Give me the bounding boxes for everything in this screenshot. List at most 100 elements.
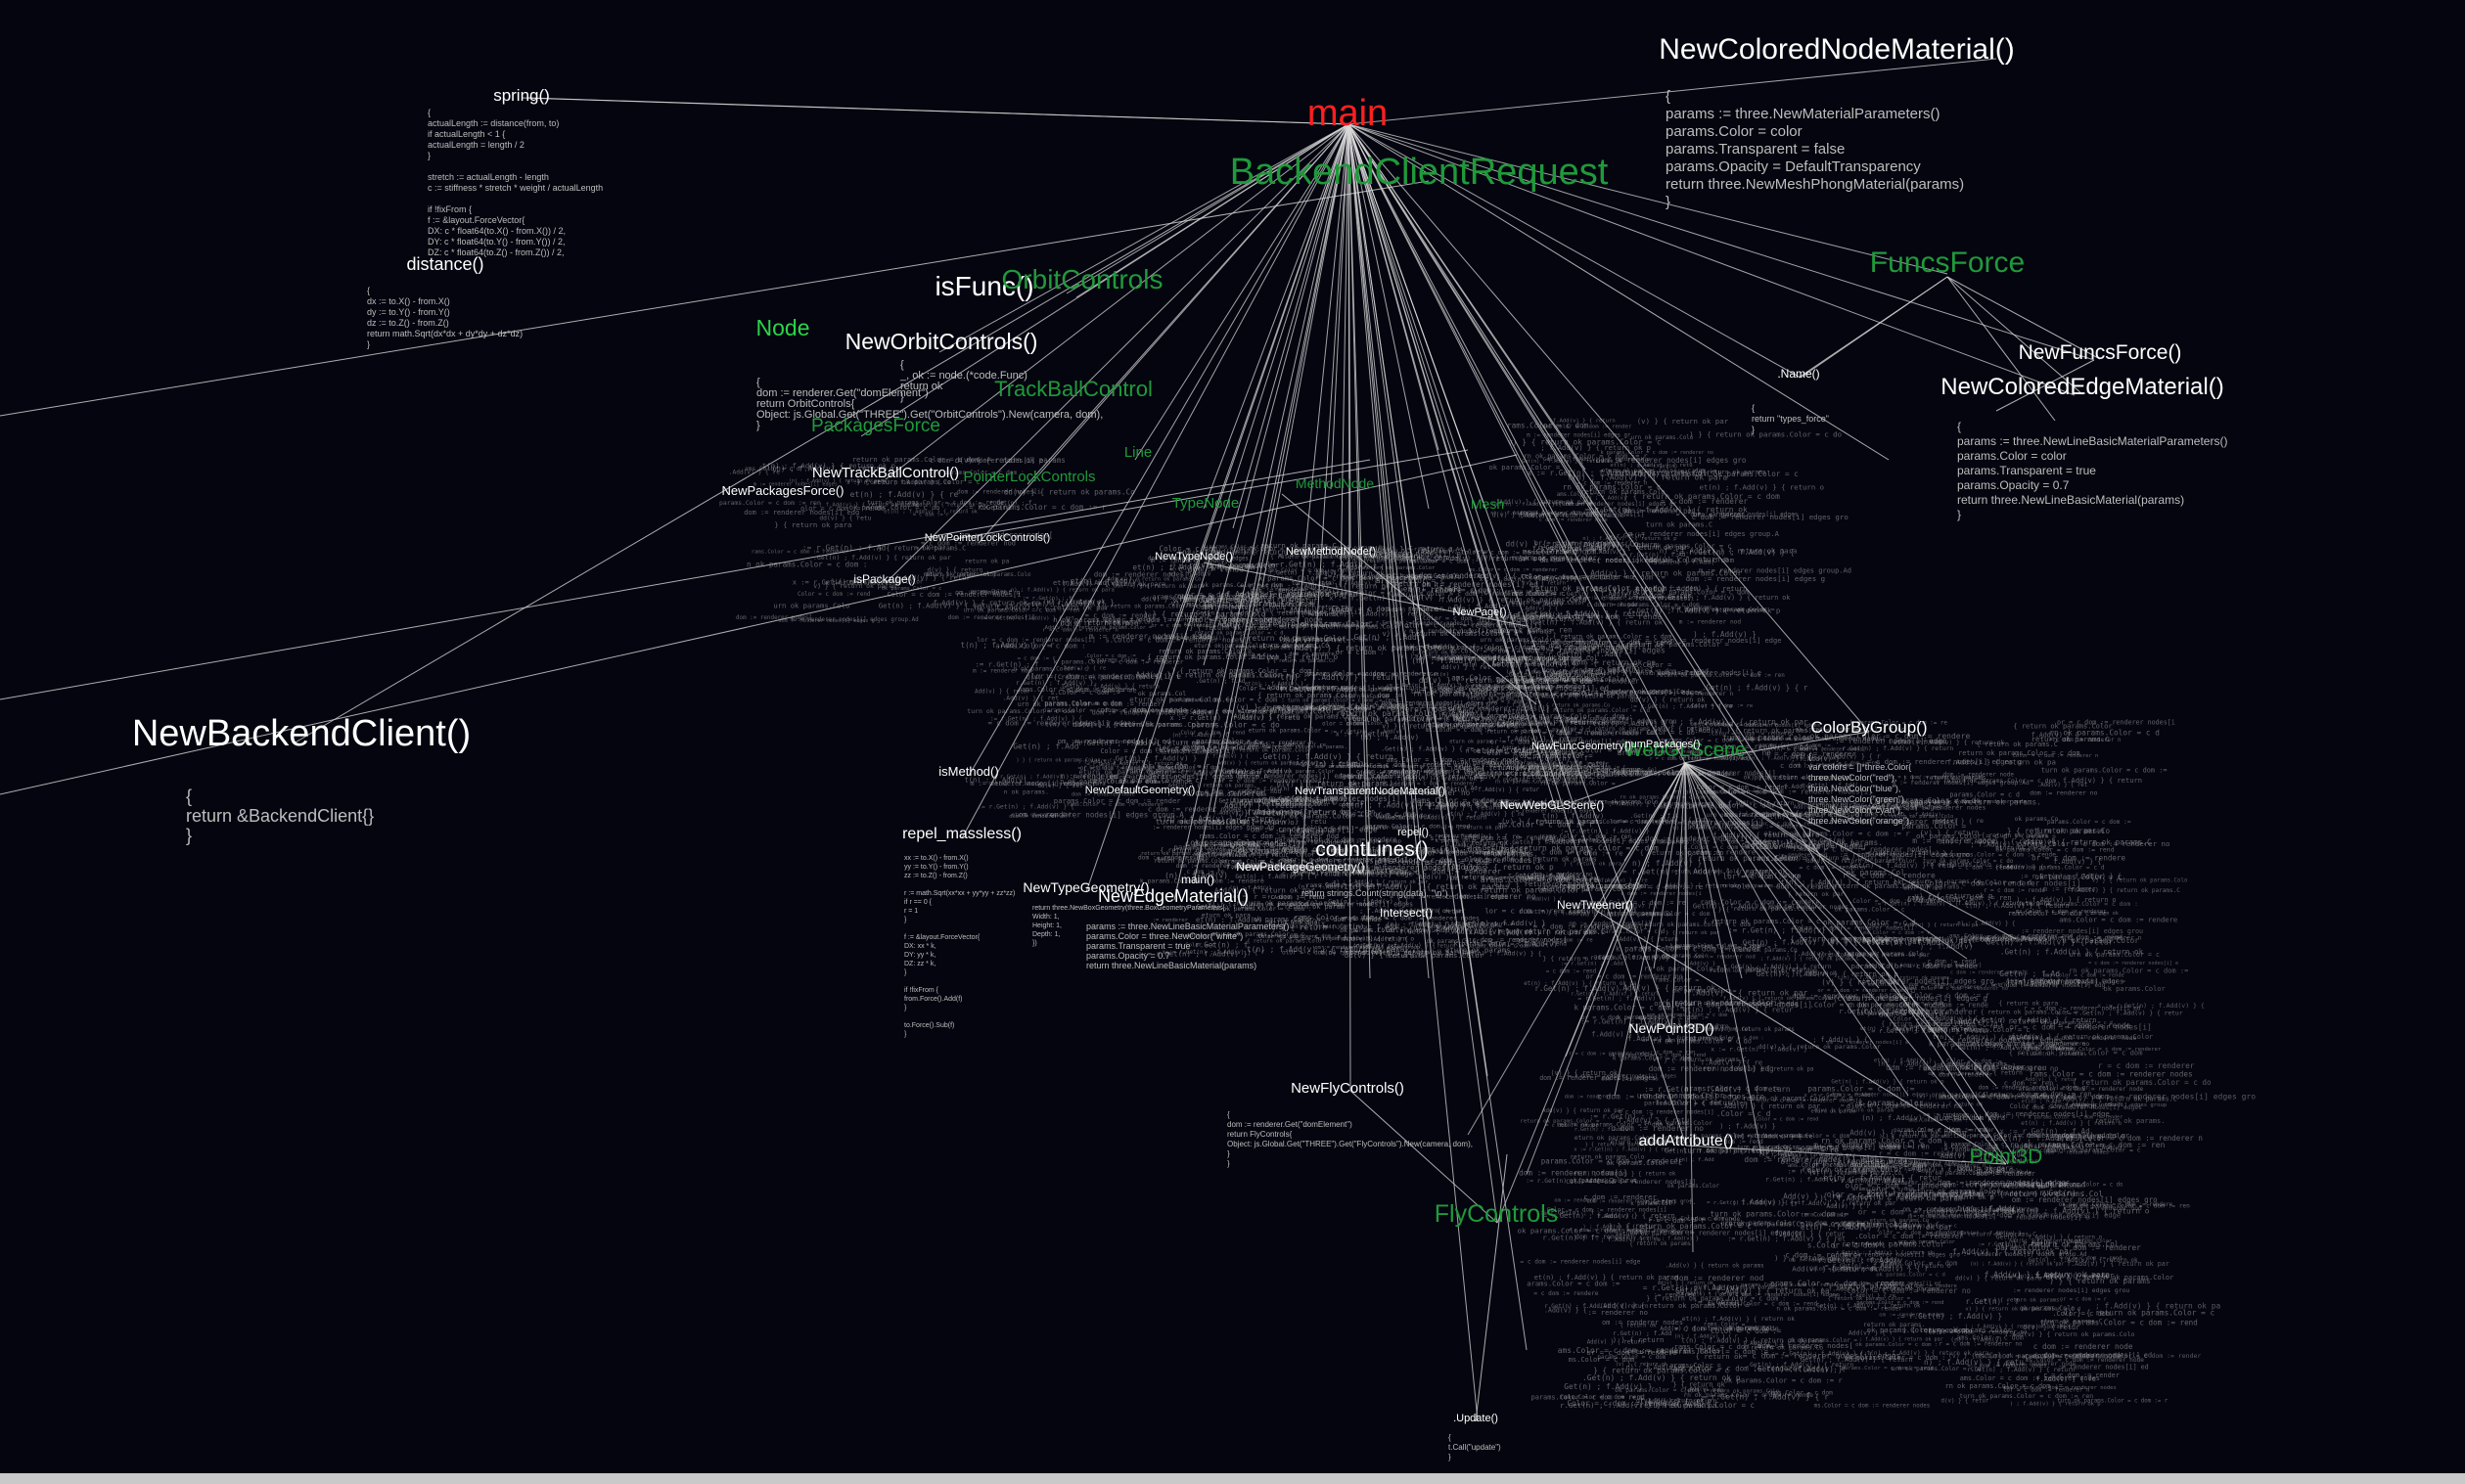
code-fragment: et(n) ; f.Add(v) } { return ok [1454,763,1559,769]
node-new-packages-force[interactable]: NewPackagesForce() [722,483,844,498]
node-trackball-control[interactable]: TrackBallControl [994,377,1153,401]
edge [293,123,1349,744]
code-block-new-fly-controls: {dom := renderer.Get("domElement")return… [1227,1110,1473,1168]
node-funcs-force[interactable]: FuncsForce [1870,247,2025,279]
code-fragment: params.Color = c dom := renderer [1996,1243,2141,1252]
code-fragment: rams.Color = c dom := renderer nod [1199,832,1339,840]
code-fragment: Color = c dom := renderer nodes[i] [1566,1178,1696,1186]
node-new-type-node[interactable]: NewTypeNode() [1155,551,1232,562]
node-packages-force[interactable]: PackagesForce [811,416,940,436]
code-fragment: ; f.Add(v) } { return ok params.Co [1609,802,1725,808]
code-fragment: params.Color = c dom := rendere [1688,824,1803,831]
node-is-func[interactable]: isFunc() [935,271,1033,301]
node-new-pointer-lock-controls[interactable]: NewPointerLockControls() [925,532,1050,544]
code-fragment: ok params.Color = [1744,775,1805,782]
node-new-funcs-force[interactable]: NewFuncsForce() [2019,341,2182,364]
code-fragment: f.Add(v) } { return o [1243,652,1339,661]
node-new-tweener[interactable]: NewTweener() [1557,898,1633,912]
node-distance[interactable]: distance() [406,254,483,274]
code-fragment: k params.Color = c dom := render [1616,945,1760,954]
node-new-colored-node-material[interactable]: NewColoredNodeMaterial() [1659,33,2014,66]
node-main[interactable]: main [1307,93,1388,134]
node-new-type-geometry[interactable]: NewTypeGeometry() [1023,879,1149,895]
node-new-fly-controls[interactable]: NewFlyControls() [1291,1080,1404,1097]
node-labels[interactable]: mainBackendClientRequest NewColoredNodeMa… [132,33,2224,1424]
node-new-func-geometry[interactable]: NewFuncGeometry() [1531,741,1631,752]
node-intersect[interactable]: Intersect() [1380,906,1433,920]
code-fragment: ok params.Color = c dom := [1340,926,1438,934]
node-new-page[interactable]: NewPage() [1452,607,1506,618]
code-fragment: f.Add(v) } { retur [1288,759,1357,767]
code-fragment: params.Color = c dom := ren [1644,1100,1748,1107]
node-line[interactable]: Line [1124,444,1152,461]
node-repel-massless[interactable]: repel_massless() [902,826,1022,842]
node-add-attribute[interactable]: addAttribute() [1639,1133,1734,1149]
code-fragment: := r.Get(n) ; f.Ad [1404,547,1463,553]
code-fragment: x := r.Get(n) ; f.Add(v) } [793,577,901,586]
code-fragment: om := renderer nodes[i] ed [1058,737,1171,745]
node-fly-controls[interactable]: FlyControls [1435,1200,1558,1228]
code-fragment: := renderer nodes[i] [1285,608,1361,616]
node-new-package-geometry[interactable]: NewPackageGeometry() [1236,860,1364,874]
node-new-method-node[interactable]: NewMethodNode() [1286,546,1376,558]
node-webgl-scene[interactable]: WebGLScene [1624,740,1746,761]
code-fragment: } { return ok params.Co [1894,877,1982,885]
code-fragment: ok params.Color = c dom := rend [1995,846,2114,854]
code-fragment: := renderer nodes[i] edges gro [1840,850,1971,859]
code-fragment: arams.Color = c [1347,773,1409,781]
code-fragment: ; f.Add(v) } { return ok pa [2095,1302,2221,1311]
node-method-node[interactable]: MethodNode [1296,475,1374,491]
node-count-lines[interactable]: countLines() [1315,838,1429,861]
code-fragment: ) } { return ok params.Color = c [1608,1222,1751,1231]
edge-from-main [1134,123,1349,793]
node-new-edge-material[interactable]: NewEdgeMaterial() [1098,886,1249,906]
node-main-call[interactable]: main() [1181,873,1214,886]
node-backend-client-request[interactable]: BackendClientRequest [1230,152,1609,193]
code-fragment: ok params.Co [1929,1327,1973,1334]
code-fragment: n) ; f.Add(v) } { return ok [1196,852,1279,858]
code-fragment: r.Get(n) ; f.Add(v) } { return ok par [1537,544,1688,552]
node-is-method[interactable]: isMethod() [938,764,998,779]
node-new-colored-edge-material[interactable]: NewColoredEdgeMaterial() [1940,374,2223,400]
code-fragment: := renderer nodes[i] edges [1943,1036,2063,1045]
code-fragment: .Add(v) } { return ok params [1666,1263,1765,1270]
code-fragment: r.Get(n) ; f.Add(v) } { [1866,938,1973,947]
code-fragment: k params.Color = c dom [1378,686,1446,692]
node-new-trackball-control[interactable]: NewTrackBallControl() [812,465,959,481]
node-spring[interactable]: spring() [493,86,550,105]
node-color-by-group[interactable]: ColorByGroup() [1810,718,1927,737]
code-fragment: := r.Get(n) ; f.Add(v) } { return ok [1618,867,1788,876]
node-new-backend-client[interactable]: NewBackendClient() [132,713,471,754]
code-fragment: x := r.Get(n) ; f.Add(v) } { retu [1170,714,1301,722]
node-pointer-lock-controls[interactable]: PointerLockControls [963,469,1095,485]
node-is-package[interactable]: isPackage() [853,572,915,586]
bottom-strip [0,1473,2465,1484]
code-line: params.Transparent = true [1957,464,2096,477]
code-fragment: dd(v) } { return ok [1658,1281,1713,1286]
node-update[interactable]: .Update() [1453,1413,1498,1424]
node-orbit-controls[interactable]: OrbitControls [1002,264,1164,294]
node-new-orbit-controls[interactable]: NewOrbitControls() [845,329,1038,354]
code-line: } [904,917,907,923]
node-point3d[interactable]: Point3D [1970,1146,2043,1168]
node-node[interactable]: Node [756,315,810,340]
code-fragment: arams.Color = c dom := rendere [1986,1042,2086,1048]
node-name[interactable]: .Name() [1777,367,1819,381]
code-fragment: Color = c do [1647,729,1695,737]
code-fragment: = c dom := renderer nodes[i] edges gr [988,719,1150,728]
node-new-point3d[interactable]: NewPoint3D() [1628,1020,1713,1036]
node-new-webgl-scene[interactable]: NewWebGLScene() [1500,798,1605,812]
node-num-packages[interactable]: numPackages() [1624,739,1700,750]
code-fragment: et(n) ; f.Add(v) [1071,577,1141,586]
node-type-node[interactable]: TypeNode [1172,495,1239,512]
node-mesh[interactable]: Mesh [1471,496,1504,512]
code-fragment: r.Get(n) ; f.Add(v) } [1016,680,1094,687]
node-new-default-geometry[interactable]: NewDefaultGeometry() [1085,785,1195,796]
code-fragment: rn ok params.Color = [1926,1171,1993,1177]
code-fragment: s.Color = c dom := [1519,657,1600,666]
node-repel[interactable]: repel() [1397,827,1429,838]
code-fragment: k params.Color = c dom := re [1258,574,1379,583]
code-fragment: Get(n) ; f.Add(v) } { retur [1986,937,2113,946]
node-new-transparent-node-material[interactable]: NewTransparentNodeMaterial() [1295,786,1445,797]
